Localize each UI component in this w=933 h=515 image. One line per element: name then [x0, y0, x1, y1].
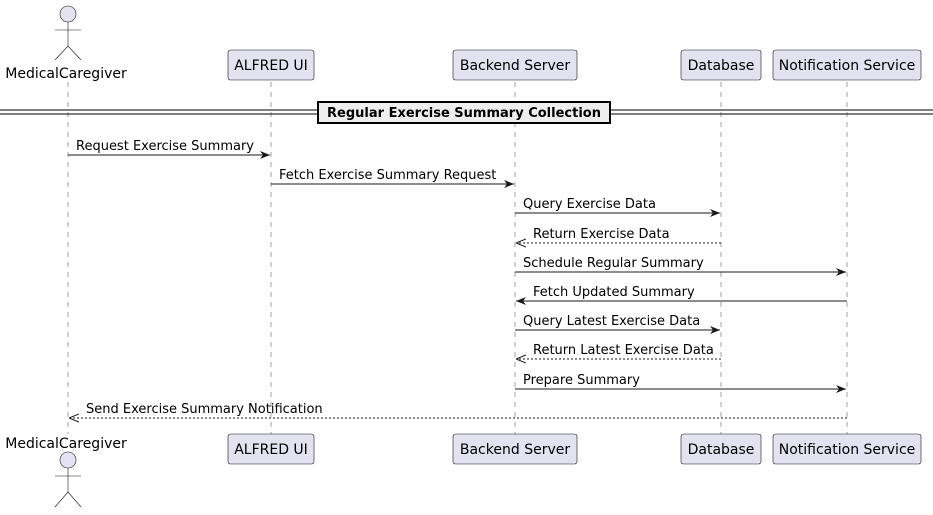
section-divider: Regular Exercise Summary Collection	[0, 101, 933, 124]
message-7: Query Latest Exercise Data	[515, 314, 720, 334]
message-label: Send Exercise Summary Notification	[86, 402, 323, 417]
participant-box-db-top: Database	[680, 49, 762, 81]
message-5: Schedule Regular Summary	[515, 256, 846, 276]
participant-box-db-bottom: Database	[680, 433, 762, 465]
participant-box-ui-top: ALFRED UI	[227, 49, 315, 81]
message-label: Prepare Summary	[523, 373, 640, 388]
message-2: Fetch Exercise Summary Request	[271, 168, 514, 188]
actor-label: MedicalCaregiver	[5, 436, 127, 452]
message-label: Fetch Exercise Summary Request	[279, 168, 496, 183]
participant-box-notify-top: Notification Service	[772, 49, 922, 81]
participant-label: Database	[688, 442, 755, 458]
participant-label: ALFRED UI	[234, 58, 308, 74]
participant-box-backend-top: Backend Server	[452, 49, 578, 81]
message-3: Query Exercise Data	[515, 197, 720, 217]
participant-label: Database	[688, 58, 755, 74]
message-9: Prepare Summary	[515, 373, 846, 393]
message-label: Fetch Updated Summary	[533, 285, 695, 300]
message-label: Query Exercise Data	[523, 197, 656, 212]
message-label: Request Exercise Summary	[76, 139, 254, 154]
participant-label: Backend Server	[460, 58, 570, 74]
participant-label: ALFRED UI	[234, 442, 308, 458]
actor-label: MedicalCaregiver	[5, 66, 127, 82]
participant-box-notify-bottom: Notification Service	[772, 433, 922, 465]
participant-box-backend-bottom: Backend Server	[452, 433, 578, 465]
message-label: Return Latest Exercise Data	[533, 343, 714, 358]
actor-top: MedicalCaregiver	[5, 5, 127, 82]
actor-head-icon	[59, 451, 77, 469]
participant-label: Notification Service	[779, 442, 916, 458]
message-label: Return Exercise Data	[533, 227, 670, 242]
divider-label: Regular Exercise Summary Collection	[327, 106, 601, 121]
participant-box-ui-bottom: ALFRED UI	[227, 433, 315, 465]
message-6: Fetch Updated Summary	[516, 285, 847, 305]
message-1: Request Exercise Summary	[68, 139, 270, 159]
message-label: Query Latest Exercise Data	[523, 314, 700, 329]
actor-head-icon	[59, 5, 77, 23]
actor-bottom: MedicalCaregiver	[5, 436, 127, 508]
message-10: Send Exercise Summary Notification	[69, 402, 847, 418]
participant-label: Backend Server	[460, 442, 570, 458]
message-label: Schedule Regular Summary	[523, 256, 704, 271]
message-4: Return Exercise Data	[516, 227, 721, 243]
message-8: Return Latest Exercise Data	[516, 343, 721, 359]
participant-label: Notification Service	[779, 58, 916, 74]
